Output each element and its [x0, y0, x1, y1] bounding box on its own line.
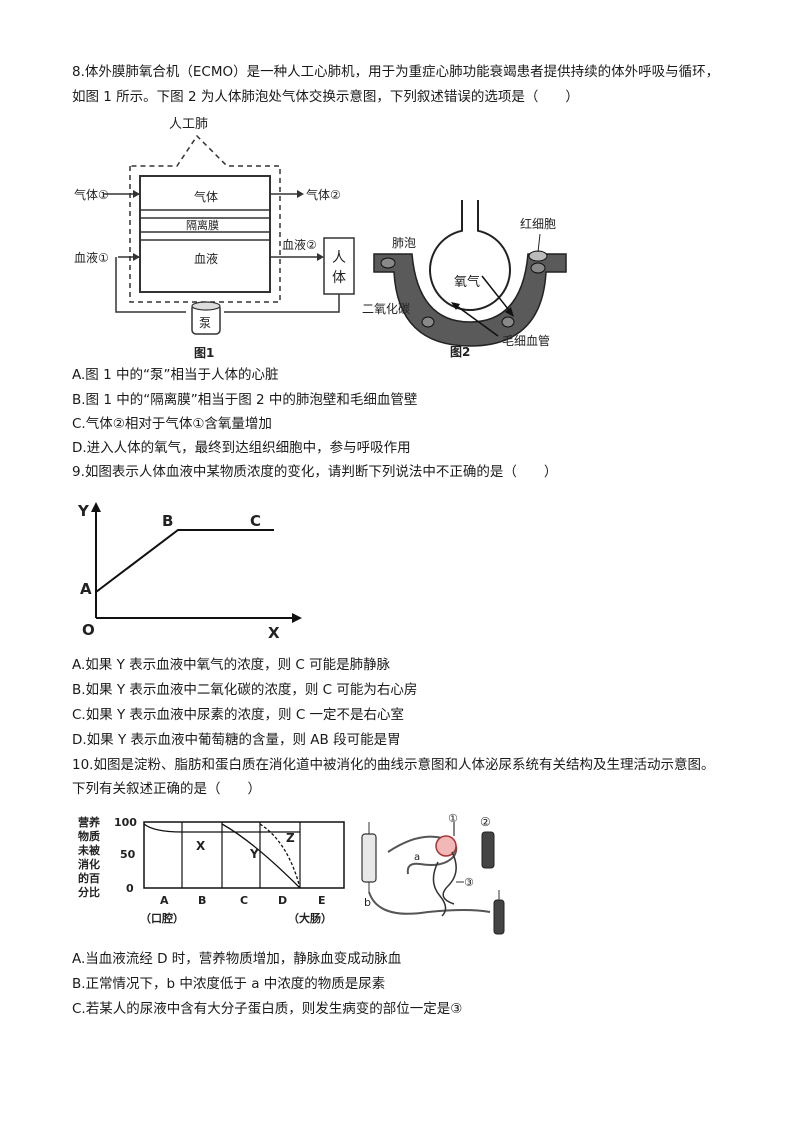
x-cat-c: C: [240, 894, 248, 907]
svg-text:消化: 消化: [78, 857, 100, 871]
alveolus-diagram: 氧气 肺泡 红细胞 二氧化碳 毛细血管 图2: [362, 200, 567, 359]
rbc-label: 红细胞: [520, 216, 556, 231]
blood-out-label: 血液②: [282, 237, 317, 252]
q10-option-a: A.当血液流经 D 时，营养物质增加，静脉血变成动脉血: [72, 951, 402, 967]
red-blood-cell: [528, 250, 548, 262]
concentration-curve: [95, 529, 274, 593]
x-cat-a: A: [160, 894, 169, 907]
q9-option-b: B.如果 Y 表示血液中二氧化碳的浓度，则 C 可能为右心房: [72, 682, 418, 698]
large-intestine-label: （大肠）: [288, 911, 332, 925]
capillary-label: 毛细血管: [502, 333, 550, 348]
label-2: ②: [480, 815, 491, 829]
series-label-x: X: [196, 839, 206, 853]
blood-chamber-label: 血液: [194, 251, 218, 266]
gas-in-label: 气体①: [74, 187, 109, 202]
q8-stem-line1: 8.体外膜肺氧合机（ECMO）是一种人工心肺机，用于为重症心肺功能衰竭患者提供持…: [72, 64, 720, 80]
tube-a: [361, 833, 377, 883]
artificial-lung-box: [139, 175, 271, 293]
x-cat-e: E: [318, 894, 326, 907]
series-label-y: Y: [249, 847, 259, 861]
graph-point-c: C: [250, 512, 261, 530]
x-cat-b: B: [198, 894, 206, 907]
x-cat-d: D: [278, 894, 287, 907]
q10-stem-line1: 10.如图是淀粉、脂肪和蛋白质在消化道中被消化的曲线示意图和人体泌尿系统有关结构…: [72, 757, 715, 773]
svg-text:物质: 物质: [78, 829, 100, 843]
label-3: ③: [464, 876, 474, 889]
q8-option-b: B.图 1 中的“隔离膜”相当于图 2 中的肺泡壁和毛细血管壁: [72, 392, 418, 408]
label-a: a: [414, 852, 420, 863]
gas-out-label: 气体②: [306, 187, 341, 202]
co2-label: 二氧化碳: [362, 302, 410, 316]
svg-text:分比: 分比: [78, 885, 100, 899]
label-1: ①: [448, 812, 458, 825]
q8-option-d: D.进入人体的氧气，最终到达组织细胞中，参与呼吸作用: [72, 440, 411, 456]
curve-z: [259, 823, 301, 889]
q9-option-a: A.如果 Y 表示血液中氧气的浓度，则 C 可能是肺静脉: [72, 657, 391, 673]
blood-in-label: 血液①: [74, 250, 109, 265]
graph-label-x: X: [268, 624, 280, 642]
alveolus: [429, 229, 511, 311]
y-tick-0: 0: [126, 882, 134, 895]
body-label-char1: 人: [332, 250, 346, 266]
graph-label-y: Y: [77, 502, 90, 520]
mouth-label: （口腔）: [140, 911, 184, 925]
digestion-chart: 营养 物质 未被 消化 的百 分比 100 50 0 X Y Z A B C D…: [77, 815, 345, 925]
y-tick-100: 100: [114, 816, 137, 829]
pump-label: 泵: [199, 316, 211, 330]
svg-text:的百: 的百: [78, 871, 100, 885]
red-blood-cell: [380, 257, 396, 269]
nephron-diagram: b ① ② ③ a: [361, 812, 505, 935]
y-axis-title: 营养 物质 未被 消化 的百 分比: [77, 815, 101, 899]
graph-point-a: A: [80, 580, 92, 598]
alveolus-label: 肺泡: [392, 236, 416, 250]
graph-label-o: O: [82, 621, 95, 639]
membrane-label: 隔离膜: [186, 218, 219, 232]
svg-text:营养: 营养: [78, 815, 101, 829]
q9-option-c: C.如果 Y 表示血液中尿素的浓度，则 C 一定不是右心室: [72, 707, 405, 723]
q8-option-c: C.气体②相对于气体①含氧量增加: [72, 416, 272, 432]
y-tick-50: 50: [120, 848, 136, 861]
tube-2: [481, 831, 495, 869]
ecmo-diagram: 人工肺 气体 隔离膜 血液 气体① 气体② 血液① 血液② 人 体 泵 图1: [74, 117, 355, 360]
q10-stem-line2: 下列有关叙述正确的是（ ）: [72, 781, 261, 797]
red-blood-cell: [421, 316, 435, 328]
oxygen-label: 氧气: [454, 274, 480, 290]
q9-stem: 9.如图表示人体血液中某物质浓度的变化，请判断下列说法中不正确的是（ ）: [72, 464, 558, 480]
series-label-z: Z: [286, 831, 295, 845]
artificial-lung-label: 人工肺: [169, 117, 208, 132]
glomerulus: [435, 835, 457, 857]
q10-option-c: C.若某人的尿液中含有大分子蛋白质，则发生病变的部位一定是③: [72, 1001, 463, 1017]
fig1-caption: 图1: [194, 346, 214, 360]
q9-option-d: D.如果 Y 表示血液中葡萄糖的含量，则 AB 段可能是胃: [72, 732, 401, 748]
graph-point-b: B: [162, 512, 173, 530]
tube-right: [493, 899, 505, 935]
chart-frame: [143, 821, 345, 889]
q9-graph: Y O X A B C: [77, 502, 302, 642]
label-b: b: [364, 896, 371, 909]
red-blood-cell: [530, 262, 546, 274]
q10-option-b: B.正常情况下，b 中浓度低于 a 中浓度的物质是尿素: [72, 976, 386, 992]
svg-text:未被: 未被: [77, 843, 101, 857]
curve-x: [143, 823, 300, 833]
red-blood-cell: [501, 316, 515, 328]
gas-chamber-label: 气体: [194, 189, 218, 204]
q8-stem-line2: 如图 1 所示。下图 2 为人体肺泡处气体交换示意图，下列叙述错误的选项是（ ）: [72, 89, 579, 105]
q8-option-a: A.图 1 中的“泵”相当于人体的心脏: [72, 367, 279, 383]
fig2-caption: 图2: [450, 345, 470, 359]
curve-y: [221, 823, 301, 889]
body-label-char2: 体: [332, 270, 346, 286]
